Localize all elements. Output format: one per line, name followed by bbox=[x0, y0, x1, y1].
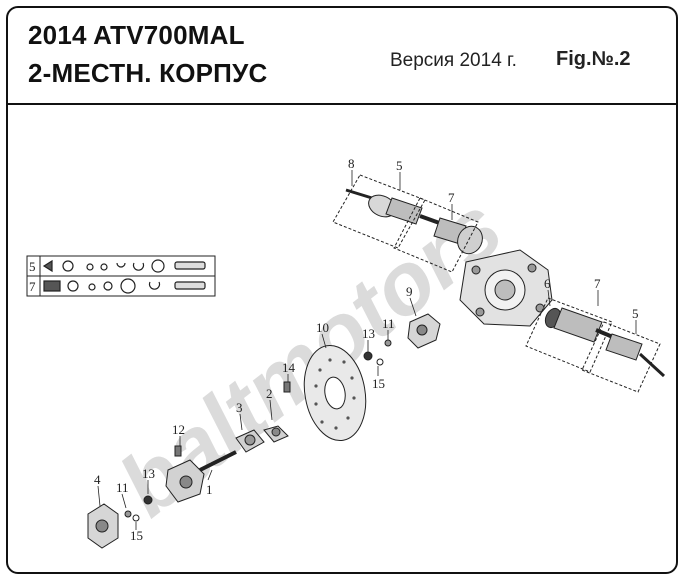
kit-number: 5 bbox=[29, 259, 36, 274]
callout-label: 15 bbox=[372, 376, 385, 391]
callouts bbox=[97, 170, 637, 530]
callout-label: 2 bbox=[266, 386, 273, 401]
header-divider bbox=[6, 103, 678, 105]
rear-driveshaft bbox=[525, 297, 666, 393]
kit-number: 7 bbox=[29, 279, 36, 294]
output-flange bbox=[165, 450, 237, 503]
version-label: Версия 2014 г. bbox=[390, 50, 517, 71]
callout-label: 7 bbox=[448, 190, 455, 205]
u-joint-assembly bbox=[235, 425, 289, 453]
yoke-part bbox=[407, 313, 441, 349]
callout-label: 5 bbox=[632, 306, 639, 321]
nut-set-lower bbox=[124, 495, 153, 522]
kit-table: 5 7 bbox=[26, 255, 216, 297]
callout-label: 14 bbox=[282, 360, 296, 375]
model-title: 2014 ATV700MAL bbox=[28, 20, 245, 50]
callout-label: 6 bbox=[544, 276, 551, 291]
callout-label: 13 bbox=[362, 326, 375, 341]
callout-label: 7 bbox=[594, 276, 601, 291]
callout-label: 11 bbox=[116, 480, 129, 495]
callout-label: 5 bbox=[396, 158, 403, 173]
callout-labels: 8 5 7 9 11 13 15 10 14 6 7 5 2 3 12 13 1… bbox=[94, 156, 639, 543]
differential-housing bbox=[459, 249, 553, 327]
figure-number: Fig.№.2 bbox=[556, 48, 631, 70]
callout-label: 11 bbox=[382, 316, 395, 331]
callout-label: 8 bbox=[348, 156, 355, 171]
front-driveshaft bbox=[332, 174, 483, 273]
brake-disc bbox=[303, 344, 367, 442]
callout-label: 12 bbox=[172, 422, 185, 437]
callout-label: 9 bbox=[406, 284, 413, 299]
callout-label: 10 bbox=[316, 320, 329, 335]
callout-label: 15 bbox=[130, 528, 143, 543]
bolt-part bbox=[283, 381, 291, 393]
callout-label: 1 bbox=[206, 482, 213, 497]
yoke-part bbox=[87, 503, 119, 549]
callout-label: 4 bbox=[94, 472, 101, 487]
callout-label: 13 bbox=[142, 466, 155, 481]
diagram-frame bbox=[6, 6, 678, 574]
assembly-title: 2-МЕСТН. КОРПУС bbox=[28, 58, 268, 88]
callout-label: 3 bbox=[236, 400, 243, 415]
bolt-part bbox=[174, 445, 182, 457]
